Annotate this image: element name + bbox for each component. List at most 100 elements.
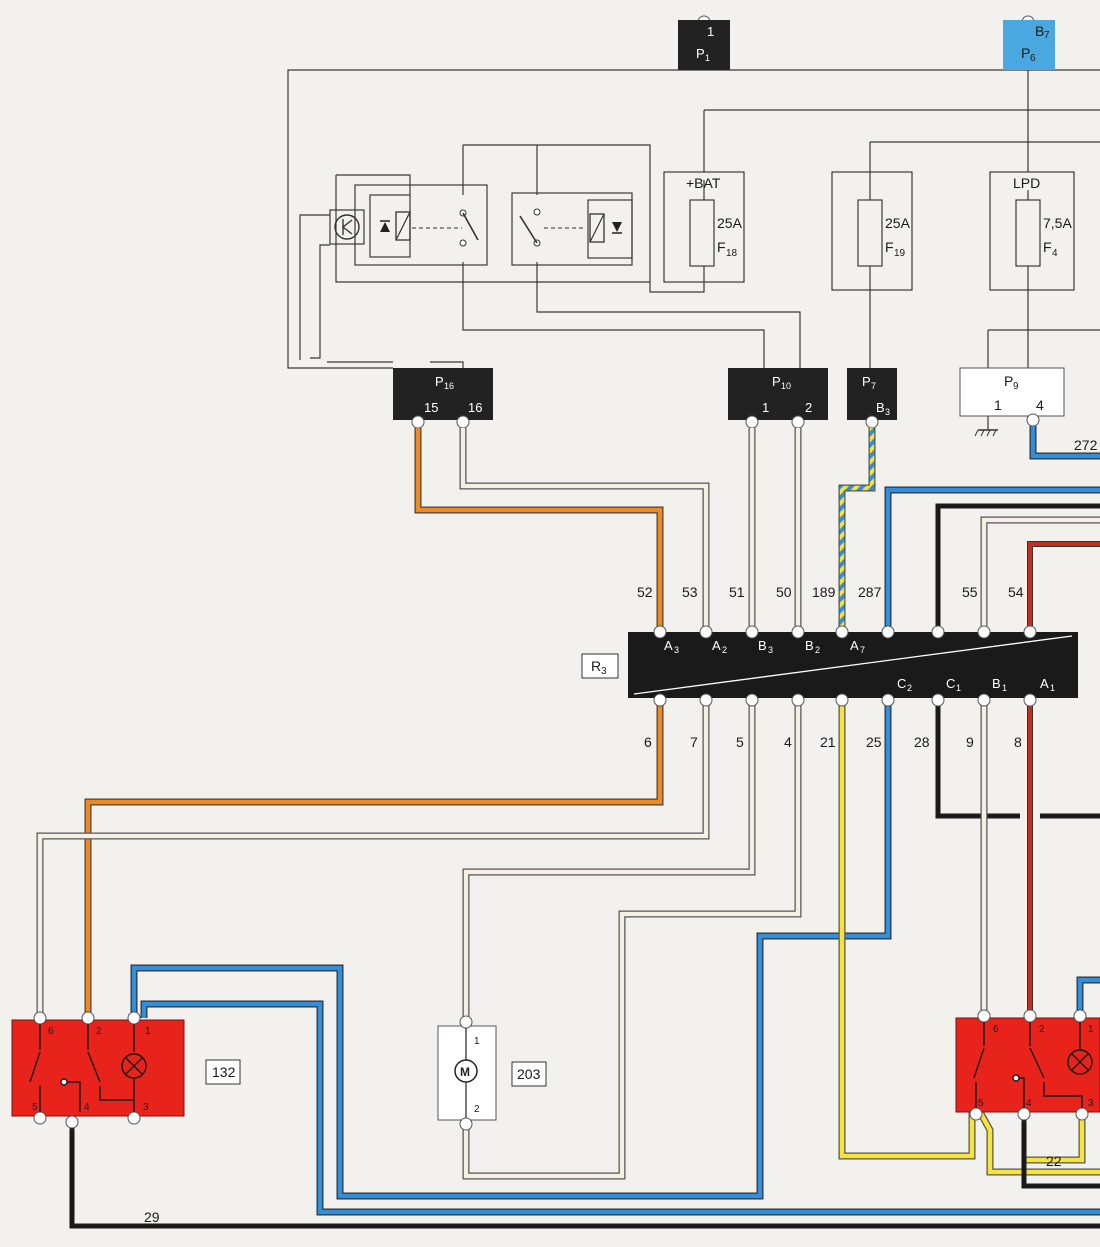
r3-pin-c1-sub: 1 (956, 683, 961, 693)
connector-p9-label: P (1004, 373, 1013, 389)
fuse-f4-sub: 4 (1052, 248, 1058, 259)
switch-132: 6 2 1 5 4 3 132 (11, 1011, 241, 1129)
r3-pin-a7: A (850, 638, 859, 653)
connector-p7-label: P (862, 374, 871, 389)
switch-right-pin-3: 3 (1088, 1098, 1094, 1109)
fuse-f19: 25A F 19 (831, 171, 913, 291)
motor-symbol: M (460, 1065, 470, 1079)
fuse-f19-name: F (885, 239, 894, 255)
wire-21: 21 (820, 734, 836, 750)
connector-p6-label: P (1021, 45, 1030, 61)
switch-132-pin-5: 5 (32, 1102, 38, 1113)
fuse-f4-rating: 7,5A (1043, 215, 1072, 231)
motor-203: 1 2 M 203 (437, 1015, 547, 1131)
colored-wires (36, 426, 1100, 1229)
connector-p1: 1 P 1 (678, 15, 730, 70)
connector-p10-sub: 10 (781, 381, 791, 391)
r3-pin-a7-sub: 7 (860, 645, 865, 655)
connector-p7-sub: 7 (871, 381, 876, 391)
switch-132-pin-6: 6 (48, 1026, 54, 1037)
connector-p1-pin: 1 (707, 24, 714, 39)
wire-52: 52 (637, 584, 653, 600)
r3-pin-b1: B (992, 676, 1001, 691)
switch-132-pin-1: 1 (145, 1026, 151, 1037)
connector-r3-sub: 3 (601, 666, 607, 677)
wire-189: 189 (812, 584, 836, 600)
r3-pin-b3-sub: 3 (768, 645, 773, 655)
connector-p6-sub: 6 (1030, 53, 1036, 64)
switch-right-pin-4: 4 (1026, 1098, 1032, 1109)
connector-p16-sub: 16 (444, 381, 454, 391)
switch-right-pin-2: 2 (1039, 1024, 1045, 1035)
wire-50: 50 (776, 584, 792, 600)
switch-right-pin-5: 5 (978, 1098, 984, 1109)
r3-pin-a2: A (712, 638, 721, 653)
r3-pin-a2-sub: 2 (722, 645, 727, 655)
switch-right: 6 2 1 5 4 3 (955, 1009, 1100, 1121)
wire-4: 4 (784, 734, 792, 750)
connector-p7: P 7 B 3 (847, 368, 897, 429)
fuse-f4-header: LPD (1013, 175, 1040, 191)
r3-pin-b1-sub: 1 (1002, 683, 1007, 693)
connector-p9-pin-1: 1 (994, 397, 1002, 413)
r3-pin-c2: C (897, 676, 906, 691)
switch-132-pin-3: 3 (143, 1102, 149, 1113)
connector-p6: B 7 P 6 (1003, 15, 1055, 70)
switch-right-pin-6: 6 (993, 1024, 999, 1035)
r3-pin-b3: B (758, 638, 767, 653)
wire-29: 29 (144, 1209, 160, 1225)
wire-54: 54 (1008, 584, 1024, 600)
wire-6: 6 (644, 734, 652, 750)
switch-right-pin-1: 1 (1088, 1024, 1094, 1035)
connector-r3-label: R (591, 658, 601, 674)
motor-id: 203 (517, 1066, 541, 1082)
relay-right (511, 192, 633, 266)
wire-8: 8 (1014, 734, 1022, 750)
fuse-f4-name: F (1043, 239, 1052, 255)
relay-left (329, 184, 488, 266)
connector-p9: P 9 1 4 (959, 367, 1065, 437)
wire-53: 53 (682, 584, 698, 600)
connector-p16: P 16 15 16 (393, 368, 493, 429)
connector-p16-label: P (435, 374, 444, 389)
r3-pin-b2-sub: 2 (815, 645, 820, 655)
motor-pin-1: 1 (474, 1036, 480, 1047)
connector-p9-sub: 9 (1013, 381, 1019, 392)
wire-7: 7 (690, 734, 698, 750)
fuse-f18: +BAT 25A F 18 (663, 171, 745, 283)
fuse-f19-sub: 19 (894, 248, 906, 259)
connector-p10: P 10 1 2 (728, 368, 828, 429)
fuse-f18-rating: 25A (717, 215, 743, 231)
wire-9: 9 (966, 734, 974, 750)
motor-icon (454, 1059, 478, 1083)
fuse-f4: LPD 7,5A F 4 (989, 171, 1075, 291)
motor-pin-2: 2 (474, 1104, 480, 1115)
fuse-f19-rating: 25A (885, 215, 911, 231)
connector-p16-pin-16: 16 (468, 400, 482, 415)
fuse-relay-box-outline (287, 48, 1100, 370)
connector-p7-pin-sub: 3 (885, 407, 890, 417)
connector-p10-label: P (772, 374, 781, 389)
r3-pin-a3-sub: 3 (674, 645, 679, 655)
r3-pin-a1-sub: 1 (1050, 683, 1055, 693)
connector-p10-pin-1: 1 (762, 400, 769, 415)
r3-pin-c1: C (946, 676, 955, 691)
r3-pin-b2: B (805, 638, 814, 653)
switch-132-pin-4: 4 (84, 1102, 90, 1113)
wire-55: 55 (962, 584, 978, 600)
fuse-f18-header: +BAT (686, 175, 721, 191)
connector-r3: R 3 A 3 A 2 B 3 B 2 A 7 C 2 C 1 B 1 A 1 (581, 625, 1078, 707)
connector-p6-pin-sub: 7 (1044, 30, 1050, 41)
switch-132-id: 132 (212, 1064, 236, 1080)
wire-25: 25 (866, 734, 882, 750)
fuse-f18-sub: 18 (726, 248, 738, 259)
fuse-f18-name: F (717, 239, 726, 255)
switch-132-pin-2: 2 (96, 1026, 102, 1037)
wire-5: 5 (736, 734, 744, 750)
connector-p7-pin: B (876, 400, 885, 415)
connector-p6-pin: B (1035, 23, 1044, 39)
wire-272: 272 (1074, 437, 1098, 453)
wire-22: 22 (1046, 1153, 1062, 1169)
connector-p9-pin-4: 4 (1036, 397, 1044, 413)
